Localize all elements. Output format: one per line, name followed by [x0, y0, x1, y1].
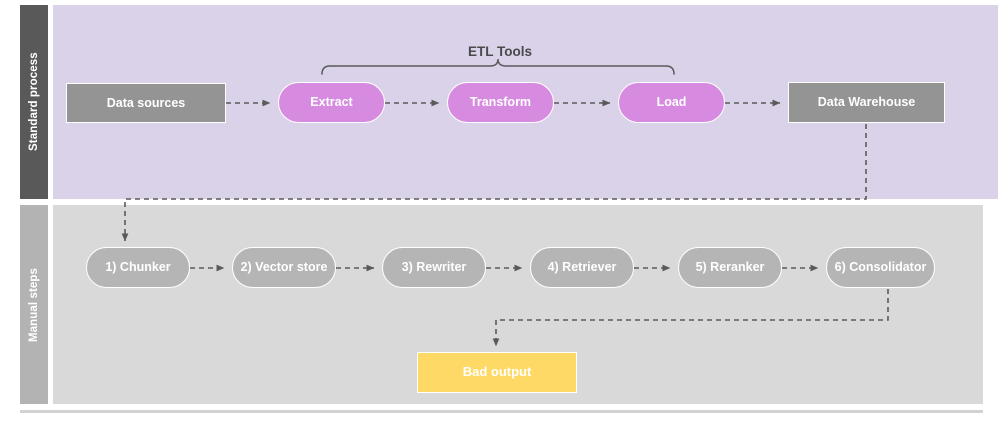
node-consolidator[interactable]: 6) Consolidator [826, 247, 935, 288]
etl-tools-label: ETL Tools [468, 44, 532, 59]
lane-standard-process-header: Standard process [20, 5, 48, 199]
node-data-sources[interactable]: Data sources [66, 83, 226, 123]
bottom-divider [20, 410, 983, 413]
lane-manual-steps-header: Manual steps [20, 205, 48, 404]
node-chunker[interactable]: 1) Chunker [86, 247, 190, 288]
node-retriever[interactable]: 4) Retriever [530, 247, 634, 288]
node-bad-output[interactable]: Bad output [417, 352, 577, 393]
node-load[interactable]: Load [618, 82, 725, 123]
node-transform[interactable]: Transform [447, 82, 554, 123]
node-vector-store[interactable]: 2) Vector store [232, 247, 336, 288]
node-reranker[interactable]: 5) Reranker [678, 247, 782, 288]
node-rewriter[interactable]: 3) Rewriter [382, 247, 486, 288]
node-data-warehouse[interactable]: Data Warehouse [788, 82, 945, 123]
node-extract[interactable]: Extract [278, 82, 385, 123]
